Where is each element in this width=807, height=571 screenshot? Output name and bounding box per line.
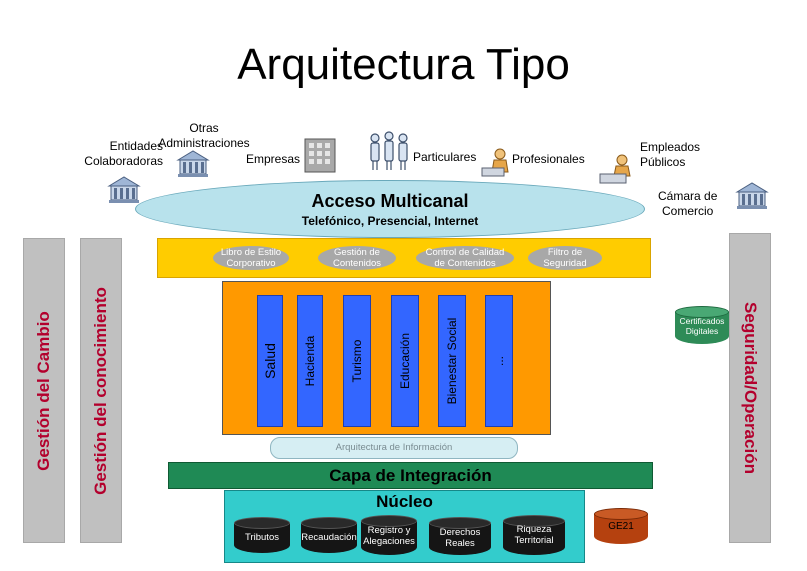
verticals-box: Salud Hacienda Turismo Educación Bienest… xyxy=(222,281,551,435)
nucleo-item-derechos-label: Derechos Reales xyxy=(439,527,481,549)
vertical-salud-label: Salud xyxy=(262,343,278,379)
acceso-multicanal-title: Acceso Multicanal xyxy=(311,191,469,211)
nucleo-item-tributos: Tributos xyxy=(234,517,290,553)
actor-otras-label: Otras Administraciones xyxy=(158,121,250,150)
vertical-more-label: ... xyxy=(492,355,506,367)
vertical-hacienda-label: Hacienda xyxy=(303,335,317,387)
actor-empleados-label: Empleados Públicos xyxy=(640,140,701,169)
nucleo-item-riqueza-label: Riqueza Territorial xyxy=(514,524,554,546)
building-icon xyxy=(107,176,141,203)
ge21-label: GE21 xyxy=(608,521,634,532)
building-icon xyxy=(735,182,769,209)
vertical-educacion-label: Educación xyxy=(398,332,412,390)
ge21-store: GE21 xyxy=(594,508,648,544)
acceso-multicanal-subtitle: Telefónico, Presencial, Internet xyxy=(301,214,479,228)
sidebar-gestion-conocimiento-label: Gestión del conocimiento xyxy=(91,286,110,495)
employee-desk-icon xyxy=(599,154,631,184)
nucleo-item-registro: Registro y Alegaciones xyxy=(361,515,417,555)
nucleo-title: Núcleo xyxy=(376,492,433,511)
nucleo-item-registro-label: Registro y Alegaciones xyxy=(363,525,415,547)
nucleo-item-recaudacion-label: Recaudación xyxy=(301,532,357,543)
sidebar-seguridad-operacion: Seguridad/Operación xyxy=(729,233,771,543)
nucleo-item-riqueza: Riqueza Territorial xyxy=(503,515,565,555)
vertical-educacion: Educación xyxy=(391,295,419,427)
sidebar-gestion-cambio: Gestión del Cambio xyxy=(23,238,65,543)
nucleo-item-recaudacion: Recaudación xyxy=(301,517,357,553)
office-building-icon xyxy=(304,138,336,173)
vertical-more: ... xyxy=(485,295,513,427)
nucleo-item-derechos: Derechos Reales xyxy=(429,517,491,555)
people-group-icon xyxy=(370,131,408,170)
service-libro-estilo: Libro de Estilo Corporativo xyxy=(213,246,289,270)
service-gestion-contenidos: Gestión de Contenidos xyxy=(318,246,396,270)
acceso-multicanal: Acceso Multicanal Telefónico, Presencial… xyxy=(135,180,645,238)
certificados-digitales: Certificados Digitales xyxy=(675,306,729,344)
capa-integracion: Capa de Integración xyxy=(168,462,653,489)
vertical-salud: Salud xyxy=(257,295,283,427)
sidebar-seguridad-operacion-label: Seguridad/Operación xyxy=(741,302,760,474)
professional-desk-icon xyxy=(481,148,509,177)
building-icon xyxy=(176,150,210,177)
vertical-turismo-label: Turismo xyxy=(350,339,364,383)
certificados-digitales-label: Certificados Digitales xyxy=(679,316,725,336)
arquitectura-informacion: Arquitectura de Información xyxy=(270,437,518,459)
actor-camara-label: Cámara de Comercio xyxy=(658,189,718,218)
nucleo-item-tributos-label: Tributos xyxy=(245,532,279,543)
nucleo-box: Núcleo Tributos Recaudación Registro y A… xyxy=(224,490,585,563)
actor-empresas-label: Empresas xyxy=(246,152,301,166)
actor-profesionales-label: Profesionales xyxy=(512,152,585,166)
vertical-bienestar-social: Bienestar Social xyxy=(438,295,466,427)
vertical-hacienda: Hacienda xyxy=(297,295,323,427)
service-filtro-seguridad: Filtro de Seguridad xyxy=(528,246,602,270)
services-bar: Libro de Estilo Corporativo Gestión de C… xyxy=(157,238,651,278)
vertical-turismo: Turismo xyxy=(343,295,371,427)
actor-particulares-label: Particulares xyxy=(413,150,477,164)
vertical-bienestar-social-label: Bienestar Social xyxy=(445,317,459,405)
diagram-title: Arquitectura Tipo xyxy=(237,40,570,89)
sidebar-gestion-cambio-label: Gestión del Cambio xyxy=(34,310,53,471)
sidebar-gestion-conocimiento: Gestión del conocimiento xyxy=(80,238,122,543)
service-control-calidad: Control de Calidad de Contenidos xyxy=(416,246,514,270)
actor-entidades-label: Entidades Colaboradoras xyxy=(84,139,163,168)
